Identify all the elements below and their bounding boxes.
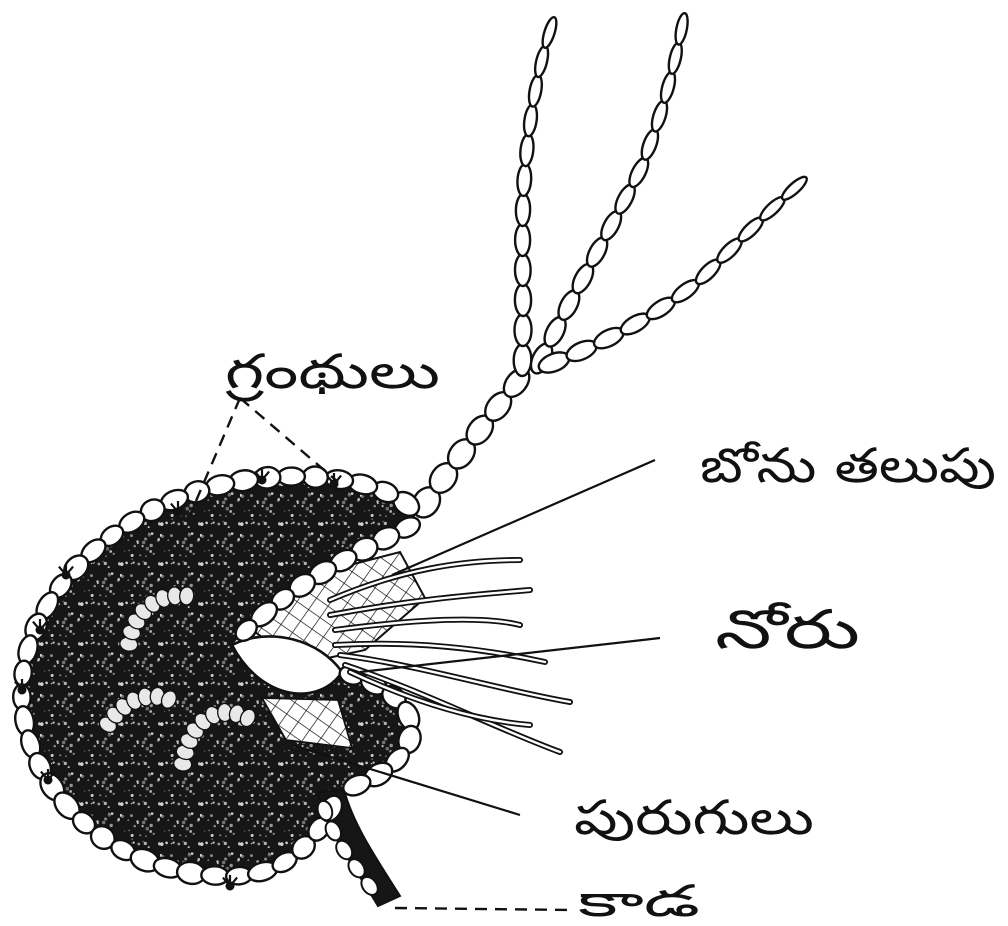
stalk-leader bbox=[395, 908, 572, 910]
antenna-segment bbox=[527, 74, 544, 108]
label-insects: పురుగులు bbox=[574, 790, 814, 846]
antenna-segment bbox=[673, 12, 690, 45]
antenna-segment bbox=[779, 174, 810, 203]
antenna-segment bbox=[533, 45, 551, 79]
antenna-segment bbox=[626, 155, 652, 190]
antenna-segment bbox=[515, 254, 531, 286]
antenna-segment bbox=[516, 194, 531, 226]
antenna-segment bbox=[638, 127, 661, 161]
antenna-segment bbox=[519, 134, 535, 167]
bladder bbox=[13, 466, 425, 906]
antenna-segment bbox=[658, 70, 678, 104]
label-stalk: కాడ bbox=[578, 876, 700, 926]
antenna-segment bbox=[514, 314, 531, 346]
wall-cell bbox=[278, 467, 305, 485]
antenna-segment bbox=[540, 16, 559, 50]
antenna-segment bbox=[513, 344, 531, 376]
antenna-segment bbox=[522, 104, 539, 137]
label-glands: గ్రంథులు bbox=[225, 344, 440, 402]
antenna-segment bbox=[515, 224, 530, 256]
label-trap-door: బోను తలుపు bbox=[700, 438, 996, 494]
antenna-segment bbox=[516, 164, 532, 197]
antenna-segment bbox=[666, 41, 684, 75]
antenna-segment bbox=[649, 99, 670, 133]
antenna-segment bbox=[515, 284, 531, 316]
label-mouth: నోరు bbox=[715, 598, 860, 661]
